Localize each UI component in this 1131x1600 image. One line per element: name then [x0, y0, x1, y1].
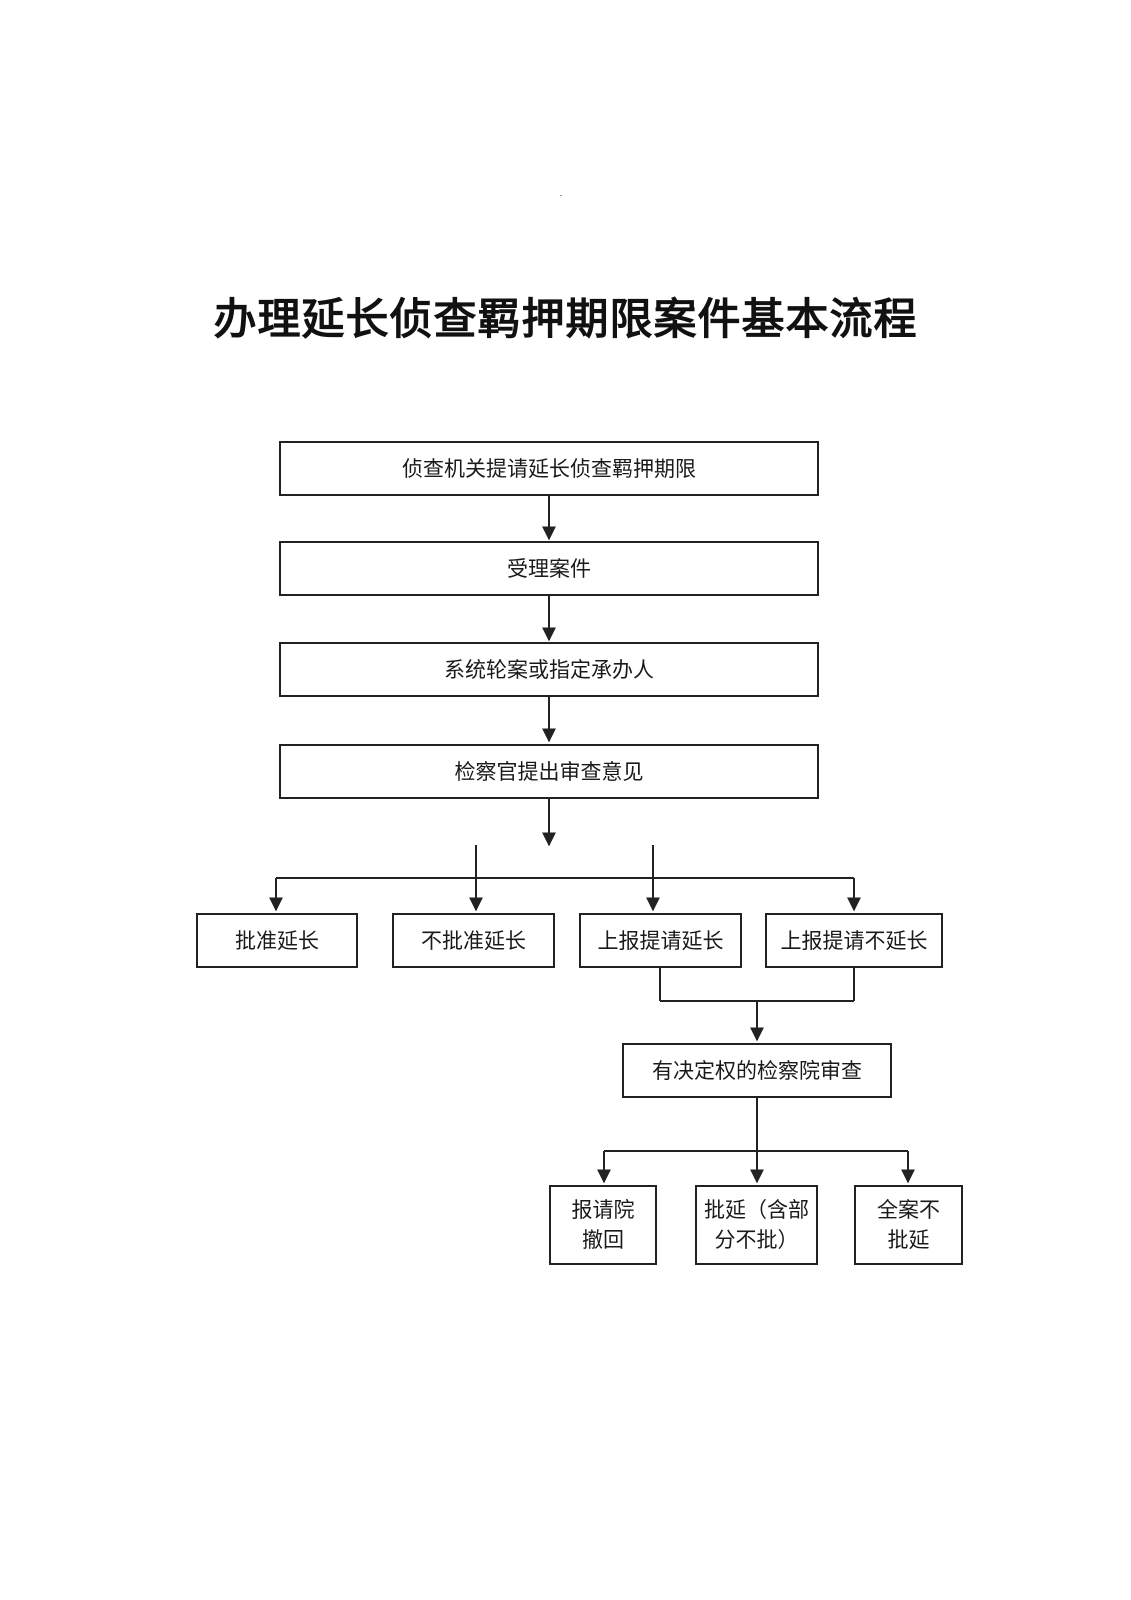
scan-speck	[560, 195, 562, 196]
opinion-reject: 不批准延长	[392, 913, 555, 968]
result-withdraw-line2: 撤回	[582, 1228, 624, 1252]
opinion-report-reject: 上报提请不延长	[765, 913, 943, 968]
result-partial: 批延（含部 分不批）	[695, 1185, 818, 1265]
result-partial-line1: 批延（含部	[704, 1198, 809, 1222]
step-prosecutor-opinion: 检察官提出审查意见	[279, 744, 819, 799]
superior-review: 有决定权的检察院审查	[622, 1043, 892, 1098]
step-submit-request: 侦查机关提请延长侦查羁押期限	[279, 441, 819, 496]
step-assign-handler: 系统轮案或指定承办人	[279, 642, 819, 697]
result-no-extension: 全案不 批延	[854, 1185, 963, 1265]
result-withdraw: 报请院 撤回	[549, 1185, 657, 1265]
opinion-approve: 批准延长	[196, 913, 358, 968]
result-withdraw-line1: 报请院	[571, 1198, 635, 1222]
opinion-report-approve: 上报提请延长	[579, 913, 742, 968]
result-no-extension-line2: 批延	[887, 1228, 930, 1252]
result-partial-line2: 分不批）	[714, 1228, 799, 1252]
result-no-extension-line1: 全案不	[877, 1198, 940, 1222]
step-accept-case: 受理案件	[279, 541, 819, 596]
page-title: 办理延长侦查羁押期限案件基本流程	[213, 295, 918, 345]
